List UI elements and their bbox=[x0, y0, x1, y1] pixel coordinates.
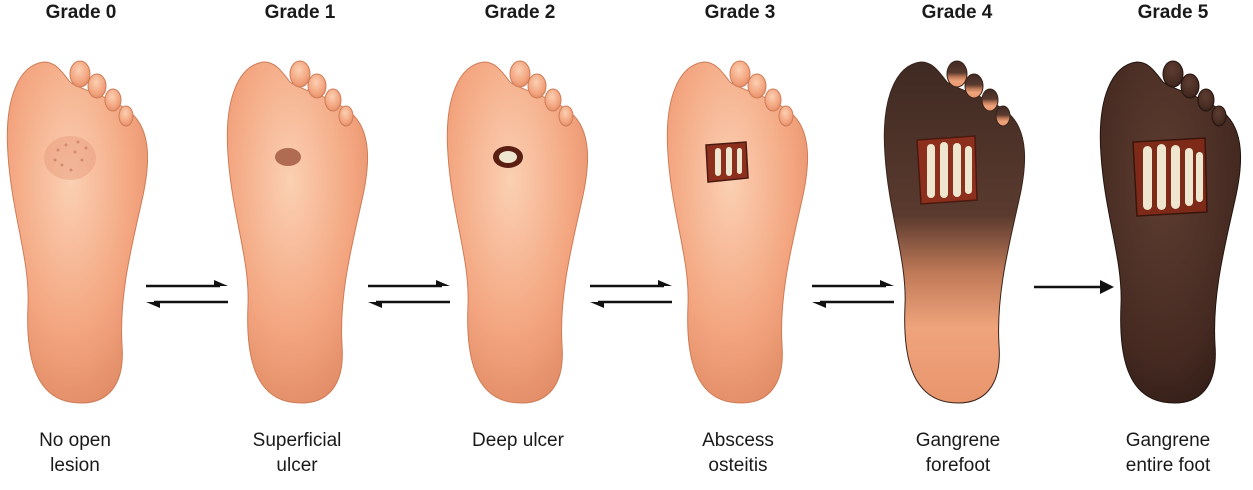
caption-line: ulcer bbox=[212, 453, 382, 478]
grade-4-caption: Gangrene forefoot bbox=[873, 428, 1043, 478]
caption-line: entire foot bbox=[1083, 453, 1253, 478]
reversible-arrow-1-2 bbox=[368, 280, 450, 308]
irreversible-arrow-4-5 bbox=[1034, 280, 1114, 294]
grade-5-caption: Gangrene entire foot bbox=[1083, 428, 1253, 478]
reversible-arrow-0-1 bbox=[146, 280, 228, 308]
caption-line: lesion bbox=[0, 453, 160, 478]
reversible-arrow-3-4 bbox=[812, 280, 894, 308]
grade-3-caption: Abscess osteitis bbox=[653, 428, 823, 478]
foot-grade-2 bbox=[447, 61, 587, 403]
caption-line: No open bbox=[0, 428, 160, 453]
caption-line: forefoot bbox=[873, 453, 1043, 478]
grade-2-caption: Deep ulcer bbox=[433, 428, 603, 453]
grade-1-caption: Superficial ulcer bbox=[212, 428, 382, 478]
caption-line: Superficial bbox=[212, 428, 382, 453]
caption-line: osteitis bbox=[653, 453, 823, 478]
caption-line: Gangrene bbox=[1083, 428, 1253, 453]
caption-line: Abscess bbox=[653, 428, 823, 453]
foot-grade-0 bbox=[7, 61, 147, 403]
foot-grade-4 bbox=[884, 61, 1024, 403]
foot-grade-3 bbox=[667, 61, 807, 403]
foot-grade-5 bbox=[1100, 61, 1240, 403]
grade-0-caption: No open lesion bbox=[0, 428, 160, 478]
caption-line: Gangrene bbox=[873, 428, 1043, 453]
foot-grade-1 bbox=[227, 61, 367, 403]
caption-line: Deep ulcer bbox=[433, 428, 603, 453]
reversible-arrow-2-3 bbox=[590, 280, 672, 308]
